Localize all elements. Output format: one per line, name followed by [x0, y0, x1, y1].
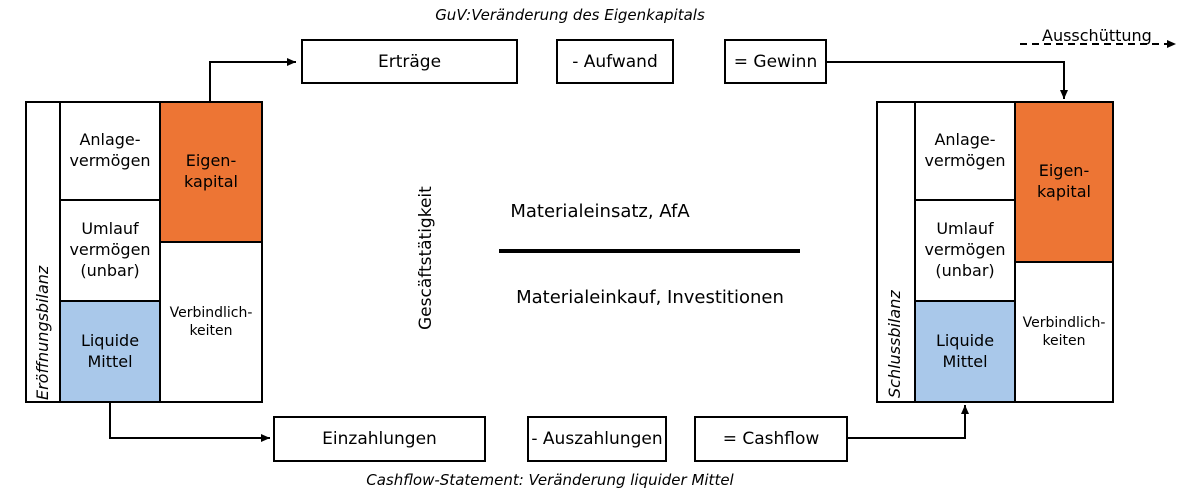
guv-title: GuV:Veränderung des Eigenkapitals [435, 6, 705, 24]
cashflow-title: Cashflow-Statement: Veränderung liquider… [366, 471, 734, 489]
closing-verbindlichkeiten: Verbindlich- keiten [1014, 261, 1114, 403]
fraction-numerator: Materialeinsatz, AfA [510, 201, 690, 222]
geschaeftstaetigkeit-label: Gescäftstätigkeit [416, 186, 436, 330]
liquide-to-einzahlungen-arrow [109, 402, 270, 442]
gewinn-to-eigenkapital-arrow [826, 61, 1068, 99]
closing-liquide-mittel: Liquide Mittel [914, 300, 1016, 403]
closing-eigenkapital: Eigen- kapital [1014, 101, 1114, 263]
opening-liquide-mittel: Liquide Mittel [59, 300, 161, 403]
cashflow-to-liquide-arrow [847, 405, 969, 439]
einzahlungen-box: Einzahlungen [273, 416, 486, 462]
ausschuettung-label: Ausschüttung [1042, 26, 1152, 45]
opening-verbindlichkeiten: Verbindlich- keiten [159, 241, 263, 403]
opening-eigenkapital: Eigen- kapital [159, 101, 263, 243]
closing-umlaufvermoegen: Umlauf vermögen (unbar) [914, 199, 1016, 302]
cashflow-box: = Cashflow [694, 416, 848, 462]
aufwand-box: - Aufwand [556, 39, 674, 84]
gewinn-box: = Gewinn [724, 39, 827, 84]
fraction-denominator: Materialeinkauf, Investitionen [516, 287, 784, 308]
opening-anlagevermoegen: Anlage- vermögen [59, 101, 161, 201]
eigenkapital-to-ertraege-arrow [209, 58, 296, 101]
opening-balance-label: Eröffnungsbilanz [33, 265, 52, 400]
closing-balance-label: Schlussbilanz [885, 290, 904, 398]
auszahlungen-box: - Auszahlungen [527, 416, 667, 462]
ertraege-box: Erträge [301, 39, 518, 84]
closing-anlagevermoegen: Anlage- vermögen [914, 101, 1016, 201]
opening-umlaufvermoegen: Umlauf vermögen (unbar) [59, 199, 161, 302]
